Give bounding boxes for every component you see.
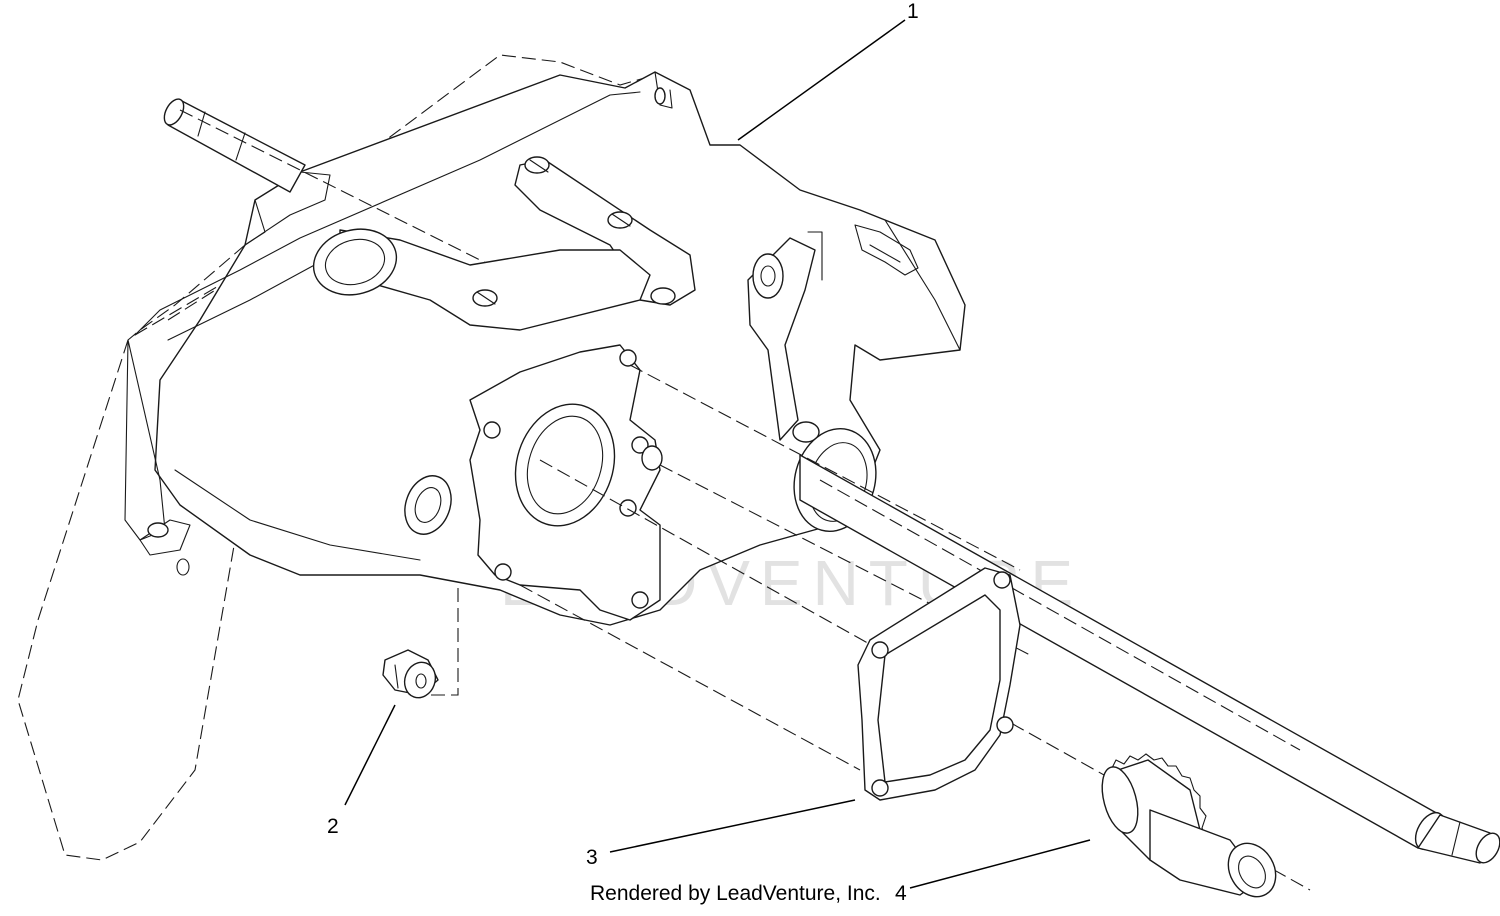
- left-axle-stub: [163, 98, 561, 301]
- callout-3: 3: [586, 846, 598, 869]
- leader-line-4: [909, 839, 1091, 889]
- leader-line-1: [737, 19, 906, 141]
- shift-arm: [747, 231, 823, 443]
- callout-2: 2: [327, 815, 339, 838]
- gasket-part: [857, 567, 1021, 801]
- shift-linkage: [312, 156, 696, 331]
- gear-part: [1101, 753, 1277, 898]
- transmission-housing: [124, 71, 966, 626]
- callout-4: 4: [895, 882, 907, 905]
- callout-1: 1: [907, 0, 919, 23]
- front-flange: [469, 344, 663, 621]
- leader-lines: [344, 19, 1091, 889]
- flange-nut-part: [382, 649, 439, 699]
- leader-line-3: [609, 799, 856, 853]
- render-credit: Rendered by LeadVenture, Inc.: [590, 882, 881, 905]
- leader-line-2: [344, 704, 396, 806]
- output-shaft: [799, 454, 1500, 864]
